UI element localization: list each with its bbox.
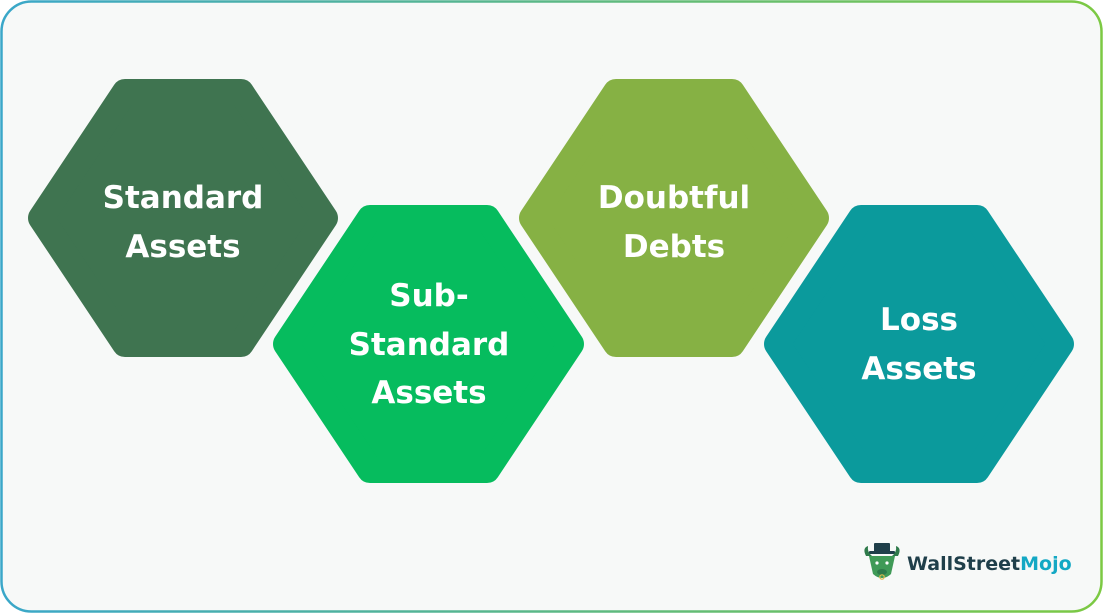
hexagon-label-line: Sub-: [389, 278, 468, 314]
bull-mascot-icon: [864, 543, 900, 580]
hexagon-loss-assets: Loss Assets: [764, 205, 1074, 483]
hexagon-shape: [764, 205, 1074, 483]
hexagon-shape: [519, 79, 829, 357]
logo-wordmark: WallStreetMojo: [907, 553, 1072, 575]
hexagon-label-line: Assets: [371, 375, 486, 411]
logo-word-wallstreet: WallStreet: [907, 553, 1020, 575]
hexagon-label-line: Loss: [880, 302, 958, 338]
hexagon-label-line: Doubtful: [598, 180, 750, 216]
hexagon-shape: [273, 205, 584, 483]
hexagon-label-line: Standard: [103, 180, 264, 216]
hexagon-label-line: Assets: [861, 351, 976, 387]
hexagon-label-line: Assets: [125, 229, 240, 265]
hexagon-standard-assets: Standard Assets: [28, 79, 338, 357]
logo-word-mojo: Mojo: [1020, 553, 1072, 575]
hexagon-sub-standard-assets: Sub- Standard Assets: [273, 205, 584, 483]
hexagon-label-line: Debts: [623, 229, 725, 265]
hexagon-doubtful-debts: Doubtful Debts: [519, 79, 829, 357]
wallstreetmojo-logo: WallStreetMojo: [864, 543, 1072, 580]
hexagon-shape: [28, 79, 338, 357]
hexagon-label-line: Standard: [349, 327, 510, 363]
